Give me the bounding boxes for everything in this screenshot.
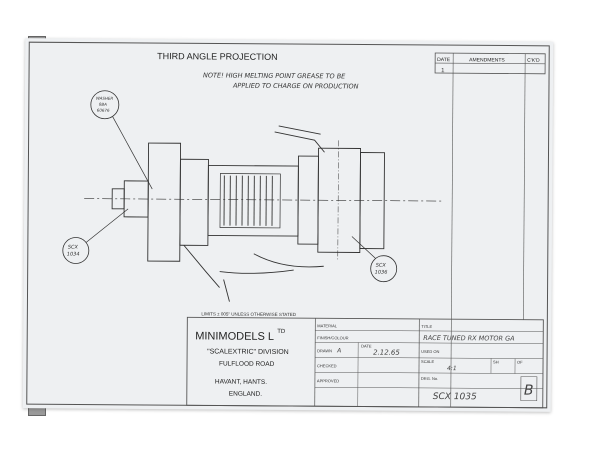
- motor-assembly-drawing: [84, 125, 445, 302]
- callout-washer-line2: 8BA: [99, 102, 107, 107]
- sheet-label: SH: [493, 359, 499, 364]
- drawn-label: DRAWN: [317, 348, 332, 353]
- projection-header: THIRD ANGLE PROJECTION: [157, 51, 278, 62]
- date-label: DATE: [361, 344, 372, 349]
- approved-label: APPROVED: [317, 378, 339, 383]
- title-label: TITLE: [421, 324, 432, 329]
- issue-letter: B: [524, 383, 534, 399]
- callout-washer-line3: 60676: [97, 108, 110, 113]
- callout-scx1034: SCX 1034: [62, 208, 129, 264]
- division-name: "SCALEXTRIC" DIVISION: [207, 348, 289, 356]
- scale-value: 4:1: [447, 365, 457, 372]
- finish-label: FINISH/COLOUR: [317, 335, 348, 340]
- company-suffix: TD: [277, 329, 286, 335]
- material-label: MATERIAL: [317, 323, 338, 328]
- date-value: 2.12.65: [373, 349, 400, 357]
- amend-issue: 1: [441, 68, 445, 74]
- used-on-label: USED ON: [421, 349, 439, 354]
- callout-scx1036: SCX 1036: [351, 236, 398, 283]
- callout-scx1036-line2: 1036: [375, 270, 388, 276]
- limits-note: LIMITS ± 005" UNLESS OTHERWISE STATED: [201, 311, 296, 317]
- title-block: MINIMODELS L TD "SCALEXTRIC" DIVISION FU…: [186, 316, 544, 409]
- drawn-value: A: [336, 347, 341, 354]
- address-line-3: ENGLAND.: [229, 391, 262, 398]
- amend-col-ckd: C'K'D: [527, 58, 540, 64]
- note-line-2: APPLIED TO CHARGE ON PRODUCTION: [232, 82, 359, 91]
- drawing-number-label: DRG. No.: [421, 376, 438, 381]
- address-line-2: HAVANT, HANTS.: [215, 378, 267, 385]
- amend-col-amendments: AMENDMENTS: [469, 57, 505, 63]
- company-name: MINIMODELS L: [195, 330, 274, 343]
- amend-col-date: DATE: [437, 57, 451, 63]
- technical-drawing: THIRD ANGLE PROJECTION NOTE! HIGH MELTIN…: [26, 41, 550, 409]
- note-line-1: NOTE! HIGH MELTING POINT GREASE TO BE: [203, 71, 346, 80]
- callout-washer-line1: WASHER: [96, 96, 114, 101]
- scale-label: SCALE: [421, 359, 434, 364]
- drawing-sheet: THIRD ANGLE PROJECTION NOTE! HIGH MELTIN…: [22, 38, 554, 412]
- callout-scx1034-line1: SCX: [68, 244, 79, 250]
- title-value: RACE TUNED RX MOTOR GA: [423, 334, 514, 343]
- drawing-number-value: SCX 1035: [433, 392, 477, 402]
- checked-label: CHECKED: [317, 363, 337, 368]
- callout-washer: WASHER 8BA 60676: [90, 90, 153, 190]
- amendments-table: DATE AMENDMENTS C'K'D 1: [434, 52, 546, 408]
- address-line-1: FULFLOOD ROAD: [219, 361, 275, 368]
- of-label: OF: [517, 360, 523, 365]
- callout-scx1034-line2: 1034: [67, 251, 80, 257]
- callout-scx1036-line1: SCX: [376, 263, 387, 269]
